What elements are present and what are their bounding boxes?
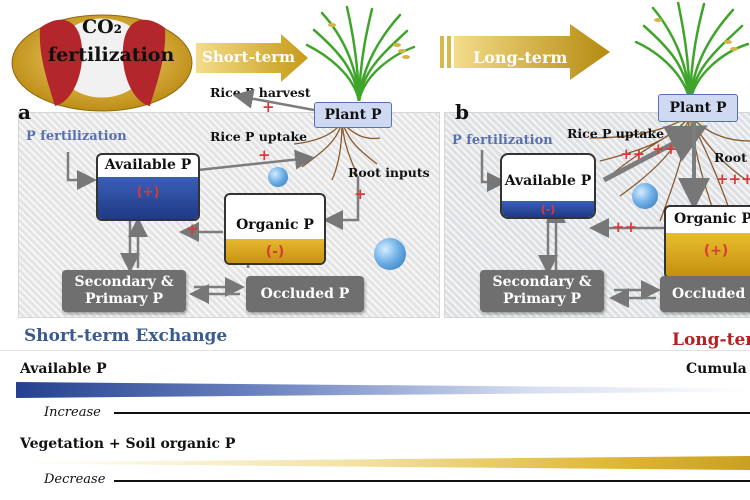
occluded-p-box-b: Occluded [660, 276, 750, 312]
panel-a-letter: a [18, 100, 31, 124]
p-fertilization-label-b: P fertilization [452, 133, 553, 148]
available-p-label-b: Available P [504, 173, 592, 189]
secondary-primary-line2-a: Primary P [84, 291, 164, 307]
microbe-icon-2 [632, 183, 658, 209]
increase-line [114, 412, 750, 414]
occluded-p-label-b: Occluded [672, 285, 746, 302]
long-term-label: Long-term [473, 48, 568, 67]
secondary-primary-line2-b: Primary P [502, 291, 582, 307]
vegetation-gradient-bar [16, 456, 750, 470]
plant-p-box-a: Plant P [314, 102, 392, 128]
available-p-row-label: Available P [20, 361, 107, 377]
short-term-label: Short-term [202, 48, 296, 66]
plus-mark-b: +++ [716, 170, 750, 188]
available-p-box-b: Available P (-) [500, 153, 596, 219]
plus-mark: + [186, 220, 199, 238]
plus-mark: + [354, 185, 367, 203]
panel-b-letter: b [455, 100, 469, 124]
decrease-line [114, 480, 750, 482]
available-p-fill-b [502, 201, 594, 217]
secondary-primary-p-box-b: Secondary & Primary P [480, 270, 604, 312]
short-term-arrow-icon [196, 34, 308, 82]
organic-p-sign-a: (-) [265, 244, 285, 260]
available-p-sign-a: (+) [136, 185, 160, 200]
long-term-heading: Long-term [672, 330, 750, 350]
root-label-b: Root [714, 150, 747, 165]
p-fertilization-label-a: P fertilization [26, 129, 127, 144]
plus-mark-b: ++ [612, 218, 638, 236]
rice-p-uptake-label-a: Rice P uptake [210, 129, 308, 144]
secondary-primary-line1-a: Secondary & [74, 274, 174, 290]
root-inputs-label: Root inputs [348, 165, 430, 180]
organic-p-sign-b: (+) [703, 243, 729, 259]
available-p-box-a: Available P (+) [96, 153, 200, 221]
plus-mark-b: ++ [620, 145, 646, 163]
vegetation-row-label: Vegetation + Soil organic P [20, 436, 236, 452]
rice-plant-icon-2 [628, 0, 750, 104]
fertilization-label: fertilization [48, 44, 175, 66]
organic-p-fill-a [226, 239, 324, 263]
secondary-primary-p-box-a: Secondary & Primary P [62, 270, 186, 312]
organic-p-fill-b [666, 233, 750, 277]
secondary-primary-line1-b: Secondary & [492, 274, 592, 290]
plus-mark: + [258, 146, 271, 164]
plant-p-box-b: Plant P [658, 94, 738, 122]
occluded-p-box-a: Occluded P [246, 276, 364, 312]
decrease-label: Decrease [44, 472, 106, 487]
rice-plant-icon [302, 5, 417, 103]
plus-mark-b: ++ [652, 140, 678, 158]
occluded-p-label-a: Occluded P [260, 285, 350, 302]
panel-a-arrows [18, 80, 438, 316]
section-divider [0, 350, 750, 351]
organic-p-box-b: Organic P (+) [664, 205, 750, 279]
rice-p-uptake-label-b: Rice P uptake [567, 126, 665, 141]
organic-p-box-a: Organic P (-) [224, 193, 326, 265]
organic-p-label-b: Organic P [674, 211, 750, 227]
plant-p-label: Plant P [324, 107, 382, 123]
co2-label: CO₂ [82, 16, 122, 38]
organic-p-label-a: Organic P [236, 217, 314, 233]
available-p-gradient-bar [16, 382, 750, 398]
cumulative-row-label: Cumula [686, 361, 747, 377]
plus-mark: + [262, 98, 275, 116]
co2-fertilization-icon [10, 8, 195, 112]
increase-label: Increase [44, 405, 101, 420]
long-term-arrow-icon [440, 24, 610, 80]
short-term-exchange-heading: Short-term Exchange [24, 326, 228, 346]
available-p-fill-a [98, 177, 198, 219]
available-p-sign-b: (-) [540, 203, 556, 216]
plant-p-label-b: Plant P [669, 100, 727, 116]
microbe-icon [374, 238, 406, 270]
available-p-label-a: Available P [104, 157, 192, 173]
microbe-icon [268, 167, 288, 187]
